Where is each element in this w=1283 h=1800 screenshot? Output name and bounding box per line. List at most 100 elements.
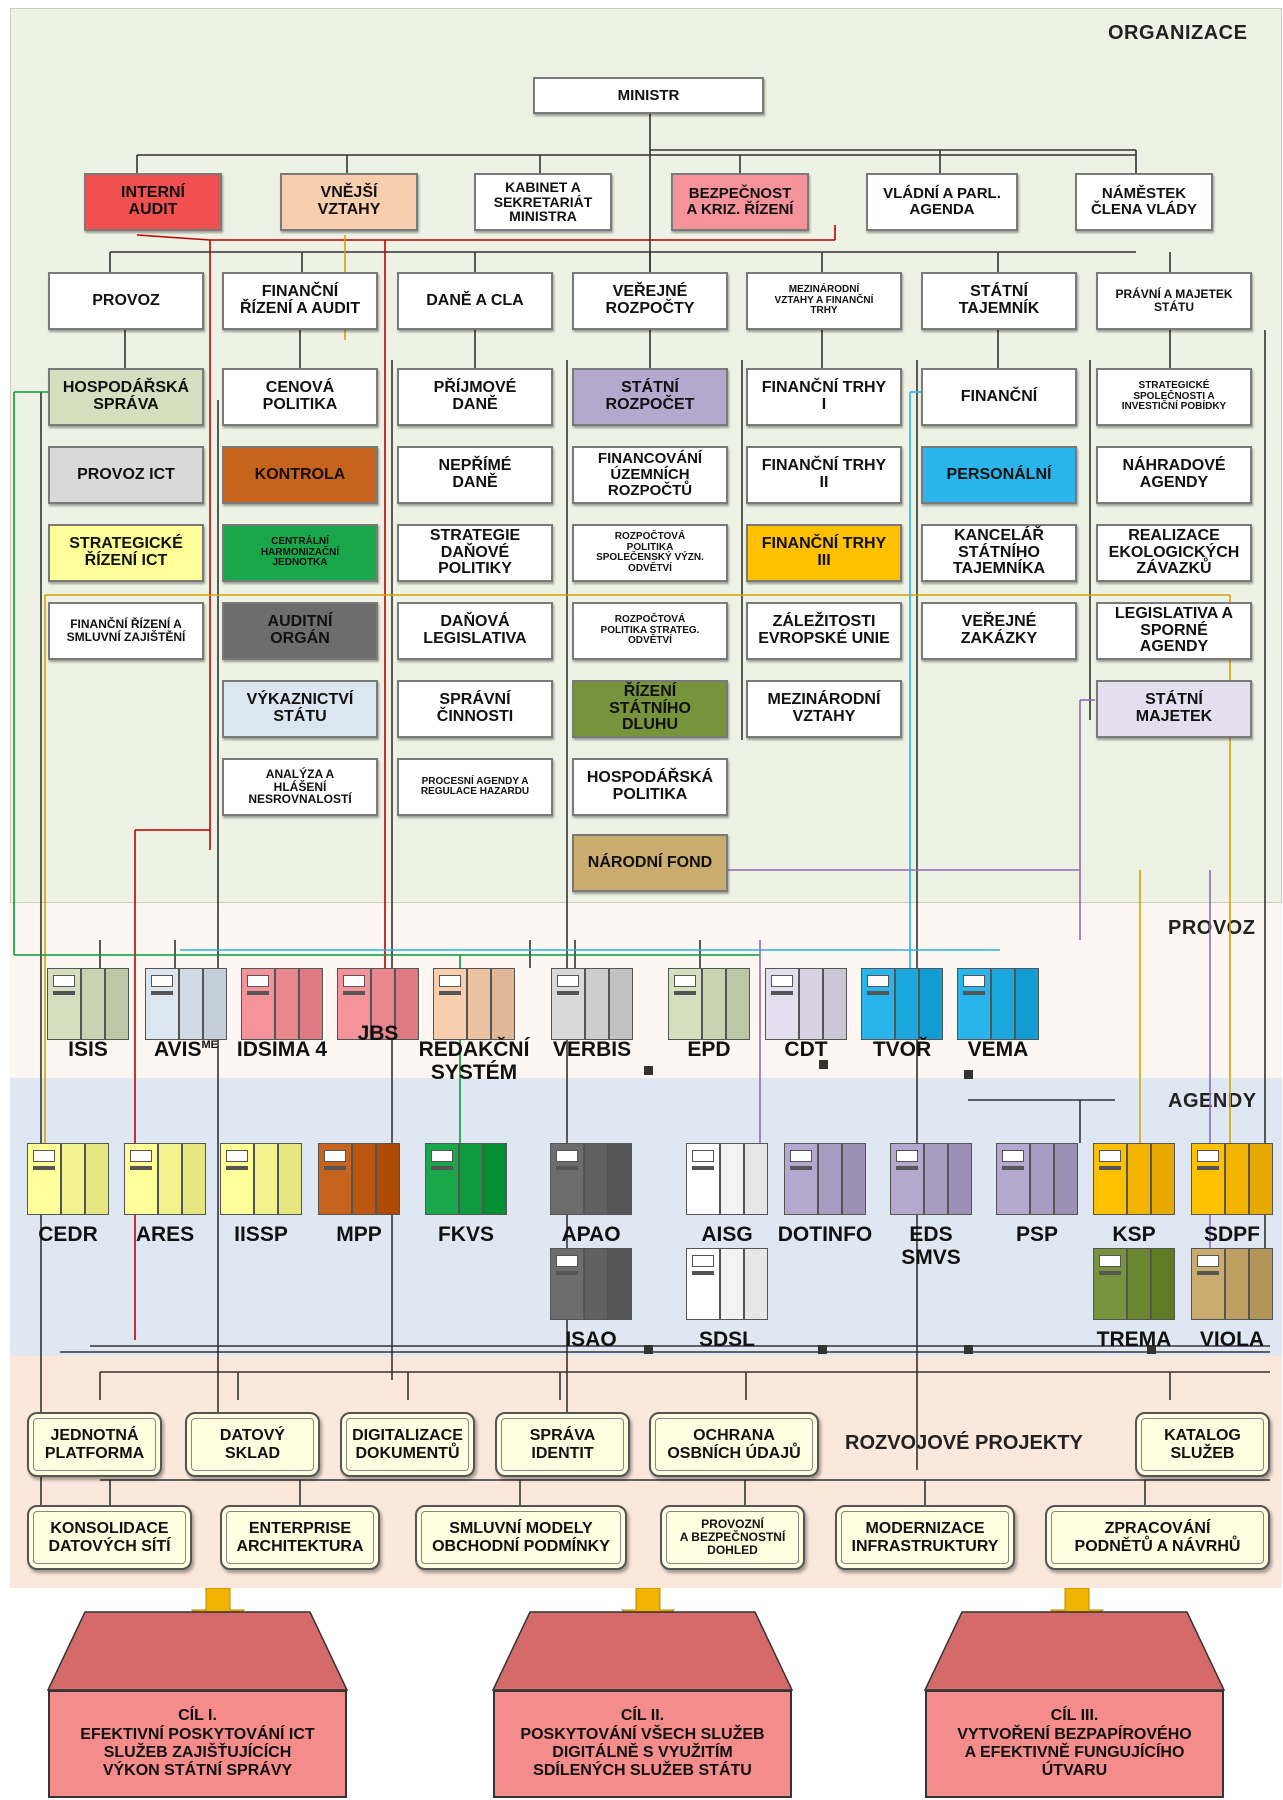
unit-vnejsi-vztahy: VNĚJŠÍ VZTAHY <box>280 173 418 231</box>
unit-rozpoctova-politika-strateg: ROZPOČTOVÁ POLITIKA STRATEG. ODVĚTVÍ <box>572 602 728 660</box>
agendy-band <box>10 1078 1282 1356</box>
server-rack-icon <box>668 968 750 1040</box>
down-arrow-icon <box>620 1588 676 1635</box>
server-rack-icon <box>551 968 633 1040</box>
unit-nahradove-agendy: NÁHRADOVÉ AGENDY <box>1096 446 1252 504</box>
system-label-iissp: IISSP <box>234 1223 288 1246</box>
server-rack-icon <box>425 1143 507 1215</box>
unit-mezinarodni-vztahy: MEZINÁRODNÍ VZTAHY <box>746 680 902 738</box>
unit-neprime-dane: NEPŘÍMÉ DANĚ <box>397 446 553 504</box>
system-label-avis: AVISME <box>154 1038 218 1061</box>
goal-cil-2: CÍL II. POSKYTOVÁNÍ VŠECH SLUŽEB DIGITÁL… <box>493 1690 792 1798</box>
unit-interni-audit: INTERNÍ AUDIT <box>84 173 222 231</box>
unit-bezpecnost: BEZPEČNOST A KRIZ. ŘÍZENÍ <box>671 173 809 231</box>
server-rack-icon <box>433 968 515 1040</box>
deputy-dane-a-cla: DANĚ A CLA <box>397 272 553 330</box>
unit-vykaznictvi-statu: VÝKAZNICTVÍ STÁTU <box>222 680 378 738</box>
unit-financni: FINANČNÍ <box>921 368 1077 426</box>
project-jednotna-platforma: JEDNOTNÁ PLATFORMA <box>27 1412 162 1477</box>
system-label-sdsl: SDSL <box>698 1328 755 1351</box>
system-label-fkvs: FKVS <box>437 1223 494 1246</box>
unit-centralni-harmonizacni-jednotka: CENTRÁLNÍ HARMONIZAČNÍ JEDNOTKA <box>222 524 378 582</box>
unit-procesni-agendy: PROCESNÍ AGENDY A REGULACE HAZARDU <box>397 758 553 816</box>
goal-cil-3: CÍL III. VYTVOŘENÍ BEZPAPÍROVÉHO A EFEKT… <box>925 1690 1224 1798</box>
server-rack-icon <box>550 1143 632 1215</box>
unit-statni-majetek: STÁTNÍ MAJETEK <box>1096 680 1252 738</box>
unit-financni-trhy-2: FINANČNÍ TRHY II <box>746 446 902 504</box>
server-rack-icon <box>957 968 1039 1040</box>
system-label-mpp: MPP <box>336 1223 382 1246</box>
unit-financovani-uzemnich-rozpoctu: FINANCOVÁNÍ ÚZEMNÍCH ROZPOČTŮ <box>572 446 728 504</box>
system-label-verbis: VERBIS <box>552 1038 632 1061</box>
deputy-verejne-rozpocty: VEŘEJNÉ ROZPOČTY <box>572 272 728 330</box>
project-katalog-sluzeb: KATALOG SLUŽEB <box>1135 1412 1270 1477</box>
unit-auditni-organ: AUDITNÍ ORGÁN <box>222 602 378 660</box>
section-title-organizace: ORGANIZACE <box>1108 22 1248 44</box>
system-label-tvor: TVOŘ <box>872 1038 932 1061</box>
server-rack-icon <box>145 968 227 1040</box>
system-label-cedr: CEDR <box>38 1223 98 1246</box>
unit-financni-rizeni-smluvni: FINANČNÍ ŘÍZENÍ A SMLUVNÍ ZAJIŠTĚNÍ <box>48 602 204 660</box>
project-modernizace-infrastruktury: MODERNIZACE INFRASTRUKTURY <box>835 1505 1015 1570</box>
project-section-title: ROZVOJOVÉ PROJEKTY <box>845 1432 1083 1454</box>
unit-rozpoctova-politika-spolecensky: ROZPOČTOVÁ POLITIKA SPOLEČENSKÝ VÝZN. OD… <box>572 524 728 582</box>
server-rack-icon <box>686 1143 768 1215</box>
down-arrow-icon <box>1049 1588 1105 1635</box>
deputy-financni-rizeni-audit: FINANČNÍ ŘÍZENÍ A AUDIT <box>222 272 378 330</box>
deputy-pravni-majetek: PRÁVNÍ A MAJETEK STÁTU <box>1096 272 1252 330</box>
project-sprava-identit: SPRÁVA IDENTIT <box>495 1412 630 1477</box>
unit-prijmove-dane: PŘÍJMOVÉ DANĚ <box>397 368 553 426</box>
server-rack-icon <box>124 1143 206 1215</box>
system-label-idsima-4: IDSIMA 4 <box>236 1038 328 1061</box>
server-rack-icon <box>337 968 419 1040</box>
unit-statni-rozpocet: STÁTNÍ ROZPOČET <box>572 368 728 426</box>
server-rack-icon <box>220 1143 302 1215</box>
server-rack-icon <box>765 968 847 1040</box>
unit-hospodarska-politika: HOSPODÁŘSKÁ POLITIKA <box>572 758 728 816</box>
system-label-isao: ISAO <box>565 1328 617 1351</box>
server-rack-icon <box>1093 1248 1175 1320</box>
section-title-agendy: AGENDY <box>1168 1090 1257 1112</box>
server-rack-icon <box>996 1143 1078 1215</box>
unit-kabinet: KABINET A SEKRETARIÁT MINISTRA <box>474 173 612 231</box>
server-rack-icon <box>47 968 129 1040</box>
system-label-isis: ISIS <box>68 1038 108 1061</box>
unit-realizace-ekologickych-zavazku: REALIZACE EKOLOGICKÝCH ZÁVAZKŮ <box>1096 524 1252 582</box>
system-label-ares: ARES <box>135 1223 195 1246</box>
system-label-vema: VEMA <box>967 1038 1029 1061</box>
deputy-provoz: PROVOZ <box>48 272 204 330</box>
unit-zalezitosti-eu: ZÁLEŽITOSTI EVROPSKÉ UNIE <box>746 602 902 660</box>
system-label-sdpf: SDPF <box>1203 1223 1260 1246</box>
server-rack-icon <box>1191 1248 1273 1320</box>
unit-financni-trhy-3: FINANČNÍ TRHY III <box>746 524 902 582</box>
server-rack-icon <box>784 1143 866 1215</box>
unit-strategie-danove-politiky: STRATEGIE DAŇOVÉ POLITIKY <box>397 524 553 582</box>
unit-analyza-hlaseni: ANALÝZA A HLÁŠENÍ NESROVNALOSTÍ <box>222 758 378 816</box>
down-arrow-icon <box>190 1588 246 1635</box>
system-label-redakcni-system: REDAKČNÍ SYSTÉM <box>418 1038 530 1085</box>
system-label-dotinfo: DOTINFO <box>777 1223 873 1246</box>
project-provozni-bezpecnostni-dohled: PROVOZNÍ A BEZPEČNOSTNÍ DOHLED <box>660 1505 805 1570</box>
system-label-aisg: AISG <box>701 1223 753 1246</box>
unit-hospodarska-sprava: HOSPODÁŘSKÁ SPRÁVA <box>48 368 204 426</box>
project-datovy-sklad: DATOVÝ SKLAD <box>185 1412 320 1477</box>
system-label-viola: VIOLA <box>1199 1328 1265 1351</box>
system-label-eds-smvs: EDS SMVS <box>901 1223 961 1270</box>
project-digitalizace-dokumentu: DIGITALIZACE DOKUMENTŮ <box>340 1412 475 1477</box>
project-ochrana-osobnich-udaju: OCHRANA OSBNÍCH ÚDAJŮ <box>649 1412 819 1477</box>
system-label-cdt: CDT <box>784 1038 828 1061</box>
project-enterprise-architektura: ENTERPRISE ARCHITEKTURA <box>220 1505 380 1570</box>
server-rack-icon <box>550 1248 632 1320</box>
unit-danova-legislativa: DAŇOVÁ LEGISLATIVA <box>397 602 553 660</box>
system-label-epd: EPD <box>687 1038 731 1061</box>
server-rack-icon <box>27 1143 109 1215</box>
unit-namestek-clena-vlady: NÁMĚSTEK ČLENA VLÁDY <box>1075 173 1213 231</box>
unit-spravni-cinnosti: SPRÁVNÍ ČINNOSTI <box>397 680 553 738</box>
project-konsolidace-datovych-siti: KONSOLIDACE DATOVÝCH SÍTÍ <box>27 1505 192 1570</box>
unit-provoz-ict: PROVOZ ICT <box>48 446 204 504</box>
server-rack-icon <box>318 1143 400 1215</box>
project-zpracovani-podnetu: ZPRACOVÁNÍ PODNĚTŮ A NÁVRHŮ <box>1045 1505 1270 1570</box>
unit-strategicke-rizeni-ict: STRATEGICKÉ ŘÍZENÍ ICT <box>48 524 204 582</box>
deputy-mezinarodni-vztahy: MEZINÁRODNÍ VZTAHY A FINANČNÍ TRHY <box>746 272 902 330</box>
